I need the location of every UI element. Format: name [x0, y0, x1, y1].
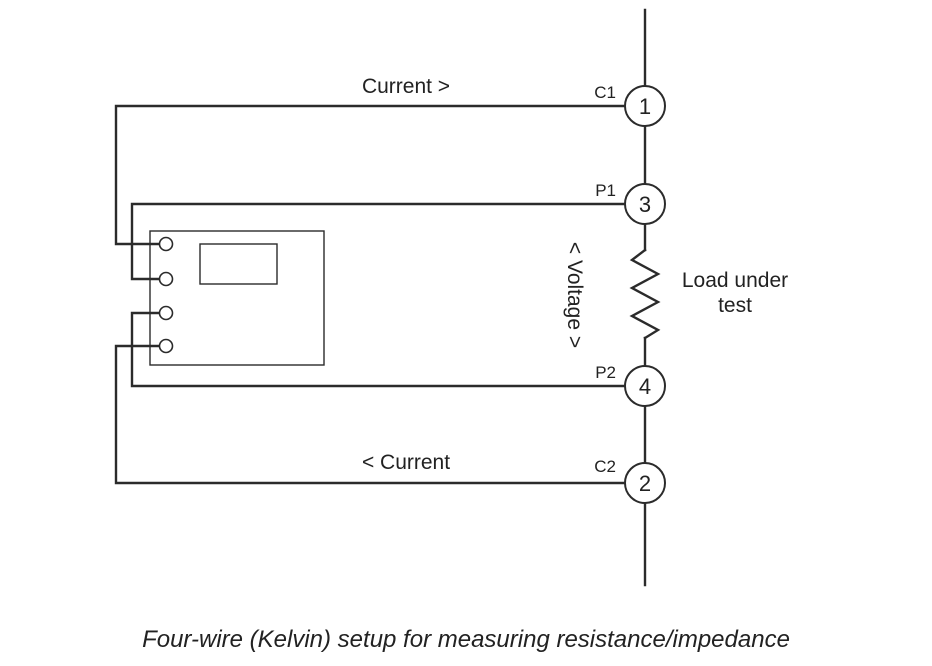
label-load-line1: Load under [682, 269, 788, 292]
node-p1 [624, 183, 666, 225]
node-p1-number: 3 [639, 192, 651, 217]
node-p2 [624, 365, 666, 407]
meter-body [149, 230, 325, 366]
load-resistor [629, 248, 661, 340]
label-current-return: < Current [362, 451, 450, 474]
wire-current-c1 [114, 104, 627, 246]
label-voltage: < Voltage > [563, 242, 586, 348]
kelvin-diagram: 1 3 4 2 C1 P1 P2 C2 Current > < Current … [114, 8, 788, 587]
meter-terminal-p1 [158, 271, 174, 287]
terminal-label-c2: C2 [594, 457, 616, 476]
figure-caption: Four-wire (Kelvin) setup for measuring r… [142, 626, 790, 653]
label-load-line2: test [718, 294, 752, 317]
terminal-label-c1: C1 [594, 83, 616, 102]
label-current-forward: Current > [362, 75, 450, 98]
node-c2 [624, 462, 666, 504]
node-c2-number: 2 [639, 471, 651, 496]
node-c1 [624, 85, 666, 127]
wire-potential-p1 [130, 202, 627, 281]
meter-terminal-p2 [158, 305, 174, 321]
terminal-label-p1: P1 [595, 181, 616, 200]
meter-terminal-c1 [158, 236, 174, 252]
node-c1-number: 1 [639, 94, 651, 119]
node-p2-number: 4 [639, 374, 651, 399]
meter-display [199, 243, 278, 285]
terminal-label-p2: P2 [595, 363, 616, 382]
meter-terminal-c2 [158, 338, 174, 354]
wire-potential-p2 [130, 311, 627, 388]
wire-current-c2 [114, 344, 627, 485]
